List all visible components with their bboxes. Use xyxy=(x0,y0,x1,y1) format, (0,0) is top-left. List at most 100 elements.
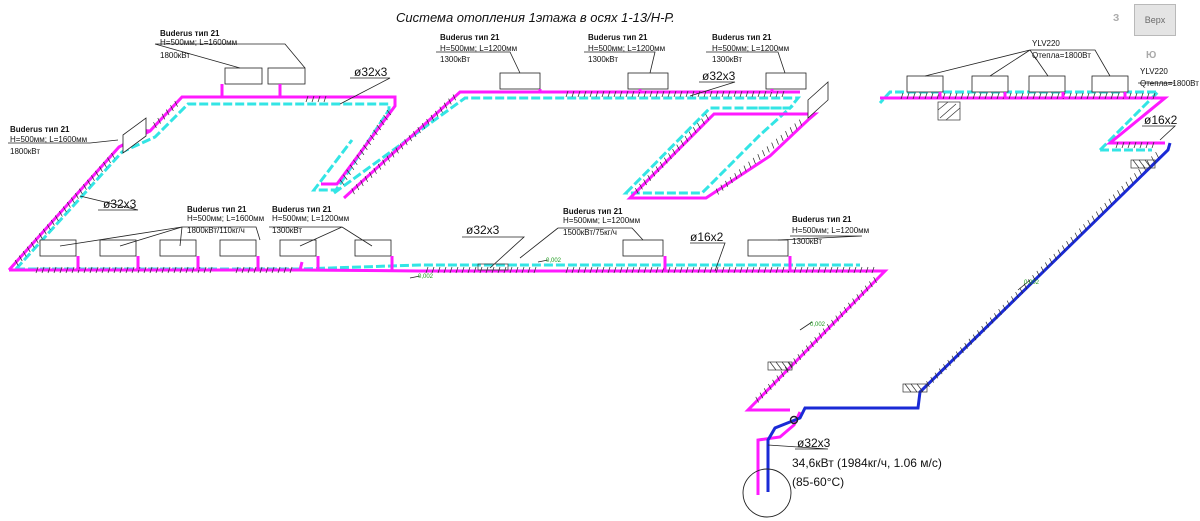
insulation-tick xyxy=(692,127,697,134)
insulation-tick xyxy=(83,266,87,274)
insulation-tick xyxy=(688,131,693,138)
insulation-tick xyxy=(1068,92,1072,100)
insulation-tick xyxy=(733,266,737,274)
insulation-tick xyxy=(1091,215,1096,222)
insulation-tick xyxy=(977,330,981,337)
insulation-tick xyxy=(521,266,525,274)
radiator xyxy=(219,239,257,257)
insulation-tick xyxy=(619,266,623,274)
insulation-tick xyxy=(452,94,456,101)
view-cube[interactable]: З Верх Ю xyxy=(1110,2,1200,70)
insulation-tick xyxy=(577,266,581,274)
insulation-tick xyxy=(818,332,823,339)
insulation-tick xyxy=(386,109,392,116)
insulation-tick xyxy=(79,188,83,195)
insulation-tick xyxy=(727,90,731,98)
insulation-tick xyxy=(1026,92,1030,100)
radiator-dims: H=500мм; L=1600мм xyxy=(187,214,264,223)
insulation-tick xyxy=(776,375,781,382)
radiator xyxy=(747,239,789,257)
insulation-tick xyxy=(99,166,103,173)
insulation-tick xyxy=(1061,245,1066,252)
insulation-tick xyxy=(960,347,964,354)
insulation-tick xyxy=(839,311,844,318)
insulation-tick xyxy=(752,157,756,164)
insulation-tick xyxy=(721,266,725,274)
insulation-tick xyxy=(1104,202,1108,209)
radiator xyxy=(971,75,1009,93)
insulation-tick xyxy=(41,266,45,274)
insulation-tick xyxy=(1151,156,1155,163)
insulation-tick xyxy=(643,266,647,274)
leader-lines xyxy=(8,43,1177,450)
insulation-tick xyxy=(1128,92,1132,100)
insulation-tick xyxy=(360,180,364,187)
inlet-labels: ø32х3 34,6кВт (1984кг/ч, 1.06 м/с) (85-6… xyxy=(792,436,942,489)
insulation-tick xyxy=(1002,304,1007,311)
insulation-tick xyxy=(918,92,922,100)
insulation-tick xyxy=(91,175,95,181)
insulation-tick xyxy=(311,95,315,103)
insulation-tick xyxy=(366,139,371,146)
radiator-dims: H=500мм; L=1600мм xyxy=(160,38,237,47)
insulation-tick xyxy=(1104,92,1108,100)
insulation-tick xyxy=(793,358,797,365)
insulation-tick xyxy=(1028,279,1032,286)
insulation-tick xyxy=(71,266,75,274)
insulation-tick xyxy=(793,266,797,274)
radiator xyxy=(627,72,669,90)
radiator xyxy=(354,239,392,257)
radiator xyxy=(906,75,944,93)
insulation-tick xyxy=(174,100,178,107)
insulation-tick xyxy=(715,188,719,195)
insulation-tick xyxy=(87,179,91,186)
insulation-tick xyxy=(22,250,27,257)
fancoil-name: YLV220 xyxy=(1140,67,1168,76)
insulation-tick xyxy=(720,184,724,191)
insulation-tick xyxy=(745,266,749,274)
insulation-tick xyxy=(729,176,733,184)
insulation-tick xyxy=(1100,207,1104,214)
view-cube-west[interactable]: З xyxy=(1113,13,1120,24)
insulation-tick xyxy=(1110,92,1114,100)
insulation-tick xyxy=(1038,92,1042,100)
insulation-tick xyxy=(571,266,575,274)
insulation-tick xyxy=(209,266,213,274)
insulation-tick xyxy=(53,266,57,274)
insulation-tick xyxy=(739,266,743,274)
insulation-tick xyxy=(810,341,814,348)
insulation-tick xyxy=(996,92,1000,100)
pipe-diameter: ø16х2 xyxy=(690,230,724,244)
insulation-tick xyxy=(356,154,361,161)
wall-sleeves xyxy=(477,101,1156,393)
insulation-tick xyxy=(18,255,23,262)
insulation-tick xyxy=(668,153,672,160)
insulation-tick xyxy=(613,266,617,274)
insulation-tick xyxy=(822,328,827,335)
insulation-tick xyxy=(972,334,977,341)
insulation-tick xyxy=(185,266,189,274)
insulation-tick xyxy=(635,187,639,194)
insulation-tick xyxy=(165,109,170,116)
insulation-tick xyxy=(631,90,635,98)
insulation-tick xyxy=(994,313,998,320)
insulation-tick xyxy=(437,266,441,274)
radiator-power: 1300кВт xyxy=(588,55,618,64)
insulation-tick xyxy=(673,266,677,274)
insulation-tick xyxy=(757,153,761,161)
view-cube-south[interactable]: Ю xyxy=(1146,50,1157,61)
insulation-tick xyxy=(38,233,43,239)
view-cube-top-face[interactable]: Верх xyxy=(1134,4,1176,36)
insulation-tick xyxy=(161,266,165,274)
insulation-tick xyxy=(664,157,668,164)
radiator-name: Buderus тип 21 xyxy=(792,215,852,224)
insulation-tick xyxy=(113,266,117,274)
insulation-tick xyxy=(241,266,245,274)
insulation-tick xyxy=(715,90,719,98)
insulation-tick xyxy=(54,215,59,222)
insulation-tick xyxy=(835,315,839,322)
insulation-tick xyxy=(1125,181,1130,188)
insulation-tick xyxy=(984,92,988,100)
insulation-tick xyxy=(1074,232,1079,239)
insulation-tick xyxy=(968,338,973,345)
